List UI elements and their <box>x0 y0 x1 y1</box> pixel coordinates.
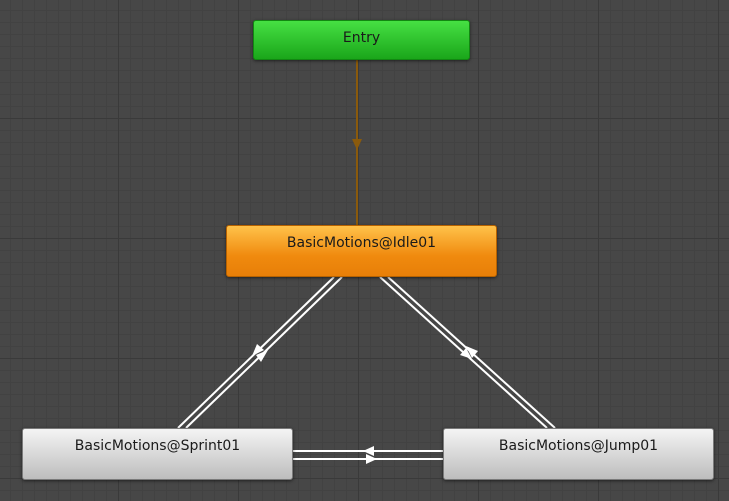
transition-jump-to-idle[interactable] <box>387 276 556 429</box>
transition-idle-to-jump[interactable] <box>379 276 548 429</box>
state-node-idle[interactable]: BasicMotions@Idle01 <box>226 225 497 277</box>
transition-arrowhead-icon <box>460 348 472 359</box>
state-node-entry[interactable]: Entry <box>253 20 470 60</box>
transition-idle-to-sprint[interactable] <box>177 276 335 429</box>
transition-arrowhead-icon <box>366 454 377 464</box>
transition-sprint-to-idle[interactable] <box>185 276 343 429</box>
transition-arrowhead-icon <box>256 350 268 362</box>
transition-arrowhead-icon <box>252 344 264 356</box>
state-label: BasicMotions@Jump01 <box>498 438 659 454</box>
state-node-sprint[interactable]: BasicMotions@Sprint01 <box>22 428 293 480</box>
state-label: BasicMotions@Idle01 <box>286 235 437 251</box>
state-label: Entry <box>342 30 381 46</box>
transition-entry-to-idle[interactable] <box>352 60 362 225</box>
transition-arrowhead-icon <box>352 139 362 150</box>
state-label: BasicMotions@Sprint01 <box>74 438 241 454</box>
state-node-jump[interactable]: BasicMotions@Jump01 <box>443 428 714 480</box>
transition-arrowhead-icon <box>363 446 374 456</box>
transition-arrowhead-icon <box>466 346 478 358</box>
transition-sprint-to-jump[interactable] <box>293 454 443 464</box>
transition-jump-to-sprint[interactable] <box>293 446 443 456</box>
